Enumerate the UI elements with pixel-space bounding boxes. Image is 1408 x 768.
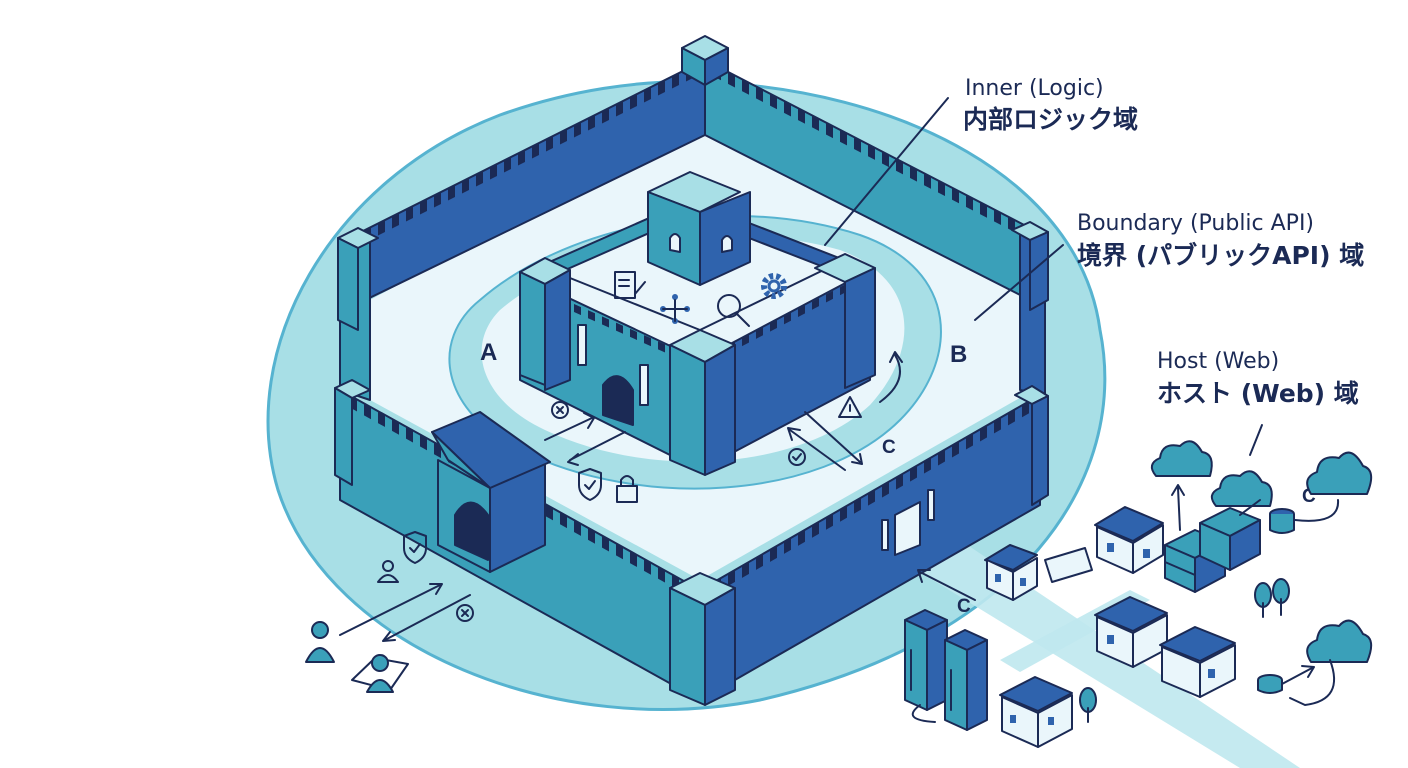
gatehouse <box>431 411 551 573</box>
leader-boundary <box>974 244 1064 321</box>
zone-marker-b: B <box>950 341 967 368</box>
gear-icon <box>761 273 787 299</box>
shield-check-icon <box>578 468 602 501</box>
flow-arrows <box>339 351 976 642</box>
tree-icon <box>1079 687 1097 723</box>
cloud-icon <box>1306 619 1373 663</box>
check-icon <box>788 448 806 466</box>
label-boundary-en: Boundary (Public API) <box>1077 211 1314 236</box>
warning-icon <box>838 396 862 418</box>
cloud-icon <box>1150 440 1213 477</box>
house-icon <box>1159 626 1236 698</box>
shield-check-icon <box>403 531 427 564</box>
tower-left <box>337 227 379 331</box>
x-icon <box>551 401 569 419</box>
magnifier-icon <box>717 294 750 327</box>
tower-right <box>1011 221 1049 311</box>
house-icon <box>1094 506 1164 574</box>
tower-front <box>669 572 736 706</box>
label-boundary-jp: 境界 (パブリックAPI) 域 <box>1077 241 1364 270</box>
leader-inner <box>824 97 949 246</box>
house-icon <box>984 544 1038 601</box>
cloud-icon <box>1306 451 1373 495</box>
host-town <box>904 424 1373 748</box>
user-icon <box>351 654 409 693</box>
server-icon <box>1199 507 1261 571</box>
label-inner-jp: 内部ロジック域 <box>963 105 1138 134</box>
zone-marker-c-inner: C <box>882 437 896 458</box>
tower-top <box>681 35 729 86</box>
house-icon <box>999 676 1073 748</box>
label-inner-en: Inner (Logic) <box>965 76 1104 101</box>
document-edit-icon <box>614 271 646 299</box>
database-icon <box>1257 674 1283 694</box>
user-icon <box>305 621 335 663</box>
x-icon <box>456 604 474 622</box>
zone-marker-c-gate: C <box>957 596 971 617</box>
flowchart-icon <box>660 294 690 324</box>
tower-front-right <box>1014 385 1049 506</box>
database-icon <box>1269 508 1295 534</box>
inner-keep <box>519 171 876 476</box>
label-host-jp: ホスト (Web) 域 <box>1157 379 1359 408</box>
lock-icon <box>616 475 638 503</box>
tower-front-left <box>334 379 371 486</box>
cloud-icon <box>1210 470 1273 507</box>
road <box>900 540 1300 768</box>
user-icon <box>377 560 399 583</box>
server-icon <box>944 629 988 731</box>
label-host-en: Host (Web) <box>1157 349 1279 374</box>
zone-marker-a: A <box>480 339 497 366</box>
tree-icon <box>1254 578 1290 618</box>
server-icon <box>904 609 948 711</box>
house-icon <box>1094 596 1168 668</box>
